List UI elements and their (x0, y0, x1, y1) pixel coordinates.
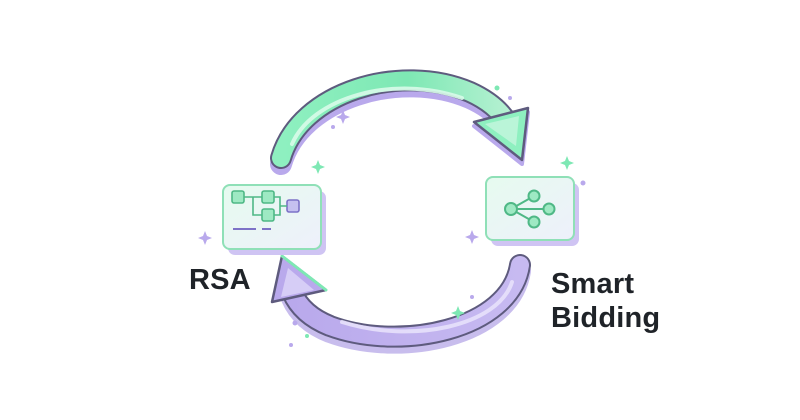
sparkle-icon (451, 306, 465, 320)
sparkle-icon (336, 110, 350, 124)
sparkle-icon (198, 231, 212, 245)
smart-bidding-card (485, 176, 579, 246)
smart-bidding-label: Smart Bidding (551, 267, 660, 335)
smart-bidding-label-line2: Bidding (551, 302, 661, 334)
bottom-cycle-arrow (270, 254, 531, 354)
sparkle-icon (311, 160, 325, 174)
rsa-card (222, 184, 326, 255)
top-cycle-arrow (270, 69, 530, 175)
share-network-icon (504, 189, 556, 229)
sparkle-icon (465, 230, 479, 244)
sparkle-icon (560, 156, 574, 170)
rsa-label: RSA (189, 264, 251, 296)
smart-bidding-label-line1: Smart (551, 268, 635, 300)
sparkle-decorations (198, 85, 586, 347)
flowchart-icon (231, 190, 300, 230)
